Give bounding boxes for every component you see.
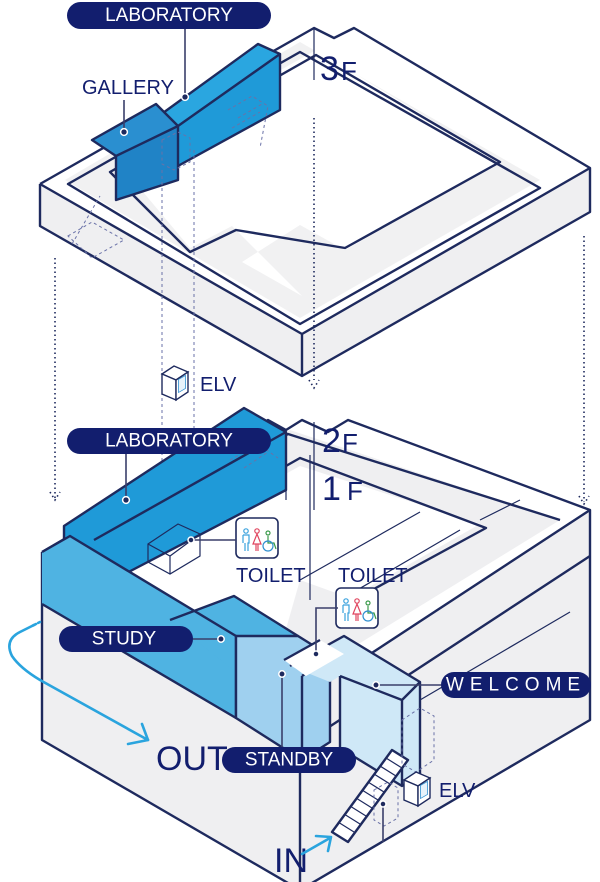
svg-text:ELV: ELV (439, 780, 476, 802)
label-study[interactable]: STUDY (59, 626, 225, 652)
svg-text:F: F (347, 476, 363, 506)
svg-text:LABORATORY: LABORATORY (105, 431, 233, 452)
corridor-toilet-access (284, 640, 344, 676)
room-laboratory-3f[interactable] (156, 44, 280, 178)
floor-3f-side-left (40, 184, 302, 376)
svg-text:F: F (342, 428, 358, 458)
label-laboratory-2f[interactable]: LABORATORY (67, 428, 271, 505)
label-standby[interactable]: STANDBY (222, 670, 356, 773)
svg-text:2: 2 (322, 422, 341, 460)
entrance-arrow-head (314, 834, 333, 853)
floor-label-2f: 2 F (313, 422, 358, 470)
toilet-1f[interactable]: TOILET (312, 565, 408, 658)
svg-text:STANDBY: STANDBY (245, 750, 334, 771)
entrance-direction: IN (274, 834, 333, 880)
elevator-upper[interactable]: ELV (161, 365, 237, 401)
svg-text:IN: IN (274, 842, 308, 880)
svg-text:F: F (341, 56, 357, 86)
floor-3f-side-right (302, 168, 590, 376)
elevator-icon (161, 365, 189, 401)
exit-arrow-head (126, 722, 150, 746)
label-laboratory-3f[interactable]: LABORATORY (67, 2, 271, 102)
room-welcome[interactable] (290, 636, 420, 786)
svg-text:OUT: OUT (156, 740, 228, 778)
svg-text:TOILET: TOILET (338, 565, 408, 587)
exit-arrow (8, 622, 150, 742)
floor-label-3f: 3 F (320, 50, 357, 88)
toilet-2f[interactable]: TOILET (187, 517, 306, 587)
exit-direction: OUT (8, 620, 228, 778)
svg-text:LABORATORY: LABORATORY (105, 5, 233, 26)
entrance-arrow (300, 836, 332, 856)
stairs-3f-left (67, 195, 126, 259)
svg-text:ELV: ELV (200, 374, 237, 396)
elevator-lower[interactable]: ELV (403, 771, 476, 807)
stairs-3f (227, 95, 269, 149)
svg-text:GALLERY: GALLERY (82, 77, 174, 99)
elevator-icon (403, 771, 431, 807)
svg-text:WELCOME: WELCOME (446, 675, 586, 696)
floor-3f[interactable] (38, 26, 592, 520)
label-gallery-3f[interactable]: GALLERY (82, 77, 174, 137)
floor-label-1f: 1 F (313, 466, 363, 510)
label-welcome[interactable]: WELCOME (372, 672, 591, 698)
svg-text:3: 3 (320, 50, 339, 88)
svg-text:TOILET: TOILET (236, 565, 306, 587)
svg-text:STUDY: STUDY (92, 629, 157, 650)
svg-text:1: 1 (322, 470, 341, 508)
